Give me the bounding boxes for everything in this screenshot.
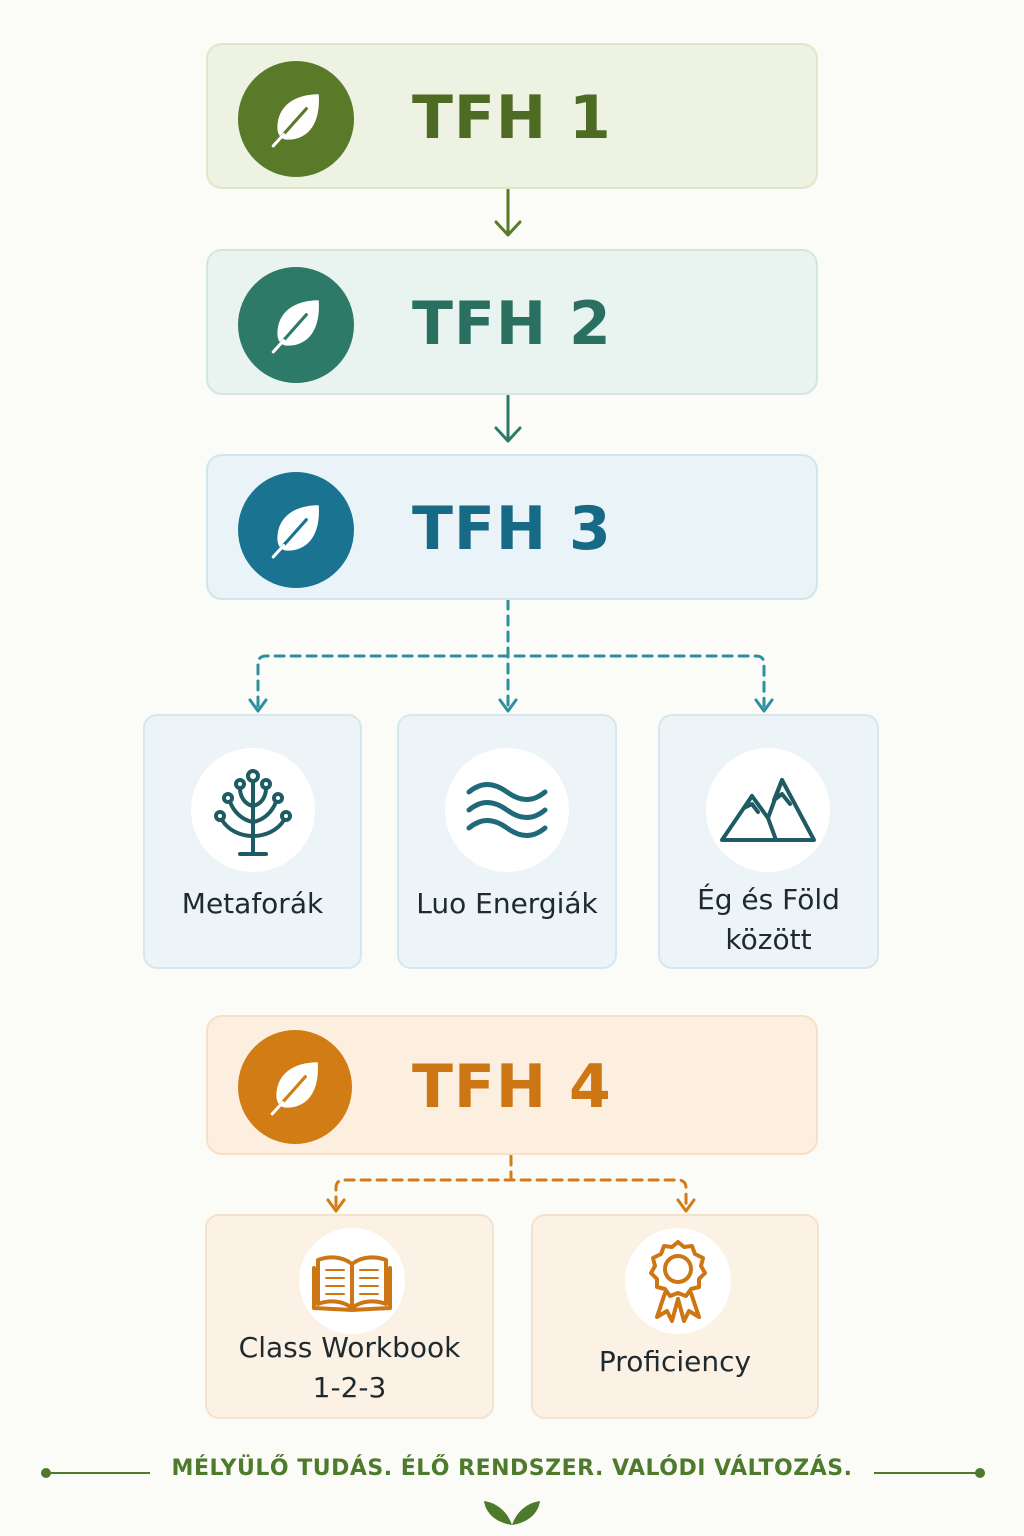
branches-tfh3 — [256, 598, 766, 712]
tfh3-title: TFH 3 — [412, 494, 612, 564]
branch-class-workbook: Class Workbook 1-2-3 — [205, 1214, 494, 1419]
waves-icon-circle — [445, 748, 569, 872]
branch-label-line2: 1-2-3 — [312, 1371, 387, 1404]
tfh1-badge — [238, 61, 354, 177]
branches-tfh4 — [334, 1154, 688, 1208]
branch-label-line2: között — [725, 923, 812, 956]
tfh2-title: TFH 2 — [412, 289, 612, 359]
sprout-icon — [484, 1501, 540, 1525]
branch-label: Luo Energiák — [416, 887, 598, 920]
leaf-icon — [271, 300, 319, 354]
tfh4-title: TFH 4 — [412, 1052, 612, 1122]
mountain-icon-circle — [706, 748, 830, 872]
leaf-icon — [271, 94, 319, 148]
tfh4-card: TFH 4 — [206, 1015, 818, 1155]
book-icon-circle — [299, 1228, 405, 1334]
tfh3-badge — [238, 472, 354, 588]
book-icon — [312, 1255, 392, 1312]
branch-label: Proficiency — [598, 1345, 752, 1378]
arrow-tfh2-tfh3 — [494, 394, 522, 443]
award-ribbon-icon — [649, 1240, 707, 1323]
branch-label: Metaforák — [181, 887, 324, 920]
arrow-tfh1-tfh2 — [494, 188, 522, 237]
tree-icon — [214, 769, 292, 856]
tfh1-card: TFH 1 — [206, 43, 818, 189]
branch-label-line1: Class Workbook — [238, 1331, 461, 1364]
tfh1-title: TFH 1 — [412, 83, 612, 153]
award-icon-circle — [625, 1228, 731, 1334]
footer-tagline: MÉLYÜLŐ TUDÁS. ÉLŐ RENDSZER. VALÓDI VÁLT… — [171, 1456, 853, 1481]
branch-metaforak: Metaforák — [143, 714, 362, 969]
leaf-icon — [271, 505, 319, 559]
tfh4-badge — [238, 1030, 352, 1144]
tfh2-badge — [238, 267, 354, 383]
branch-eg-es-fold: Ég és Föld között — [658, 714, 879, 969]
leaf-icon — [270, 1062, 318, 1116]
branch-label-line1: Ég és Föld — [697, 883, 840, 916]
branch-proficiency: Proficiency — [531, 1214, 819, 1419]
mountain-icon — [720, 778, 816, 842]
tree-icon-circle — [191, 748, 315, 872]
tfh2-card: TFH 2 — [206, 249, 818, 395]
waves-icon — [466, 782, 548, 838]
branch-luo-energiak: Luo Energiák — [397, 714, 617, 969]
tfh3-card: TFH 3 — [206, 454, 818, 600]
